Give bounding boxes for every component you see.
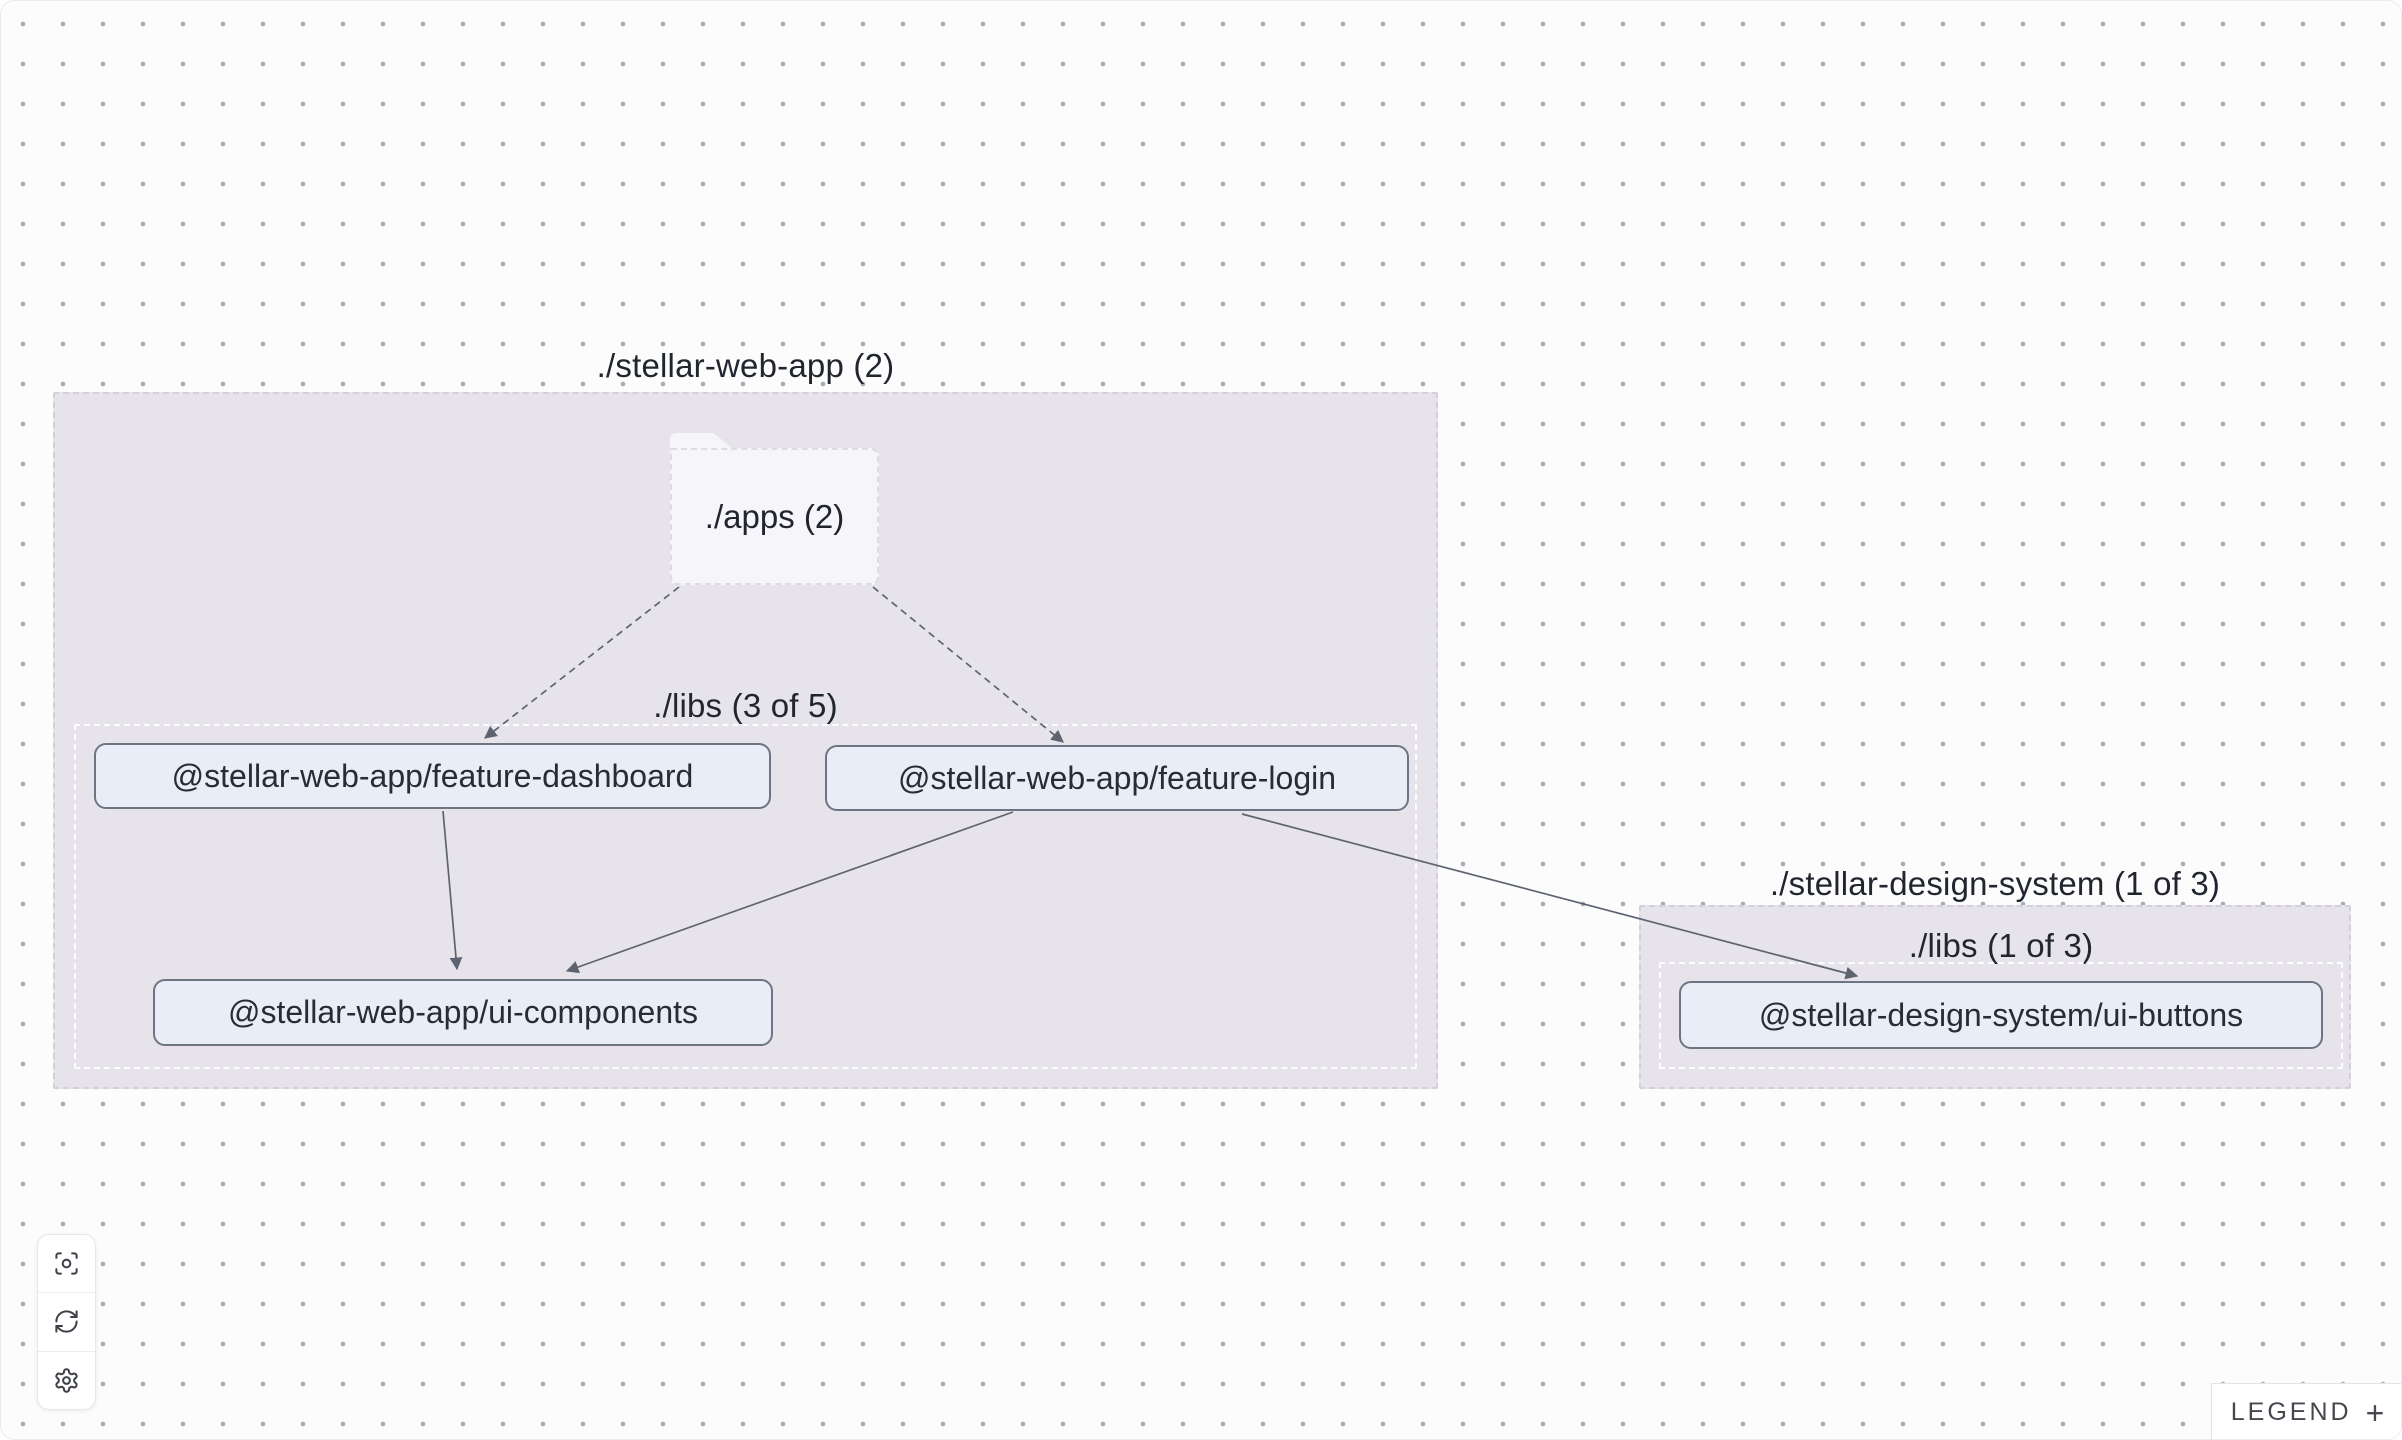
container-label-stellar-design-system: ./stellar-design-system (1 of 3) <box>1769 865 2221 902</box>
container-label-libs-web-app: ./libs (3 of 5) <box>653 687 838 724</box>
settings-icon <box>55 1368 78 1393</box>
legend-toggle[interactable]: LEGEND + <box>2211 1383 2401 1439</box>
project-node-label: @stellar-web-app/feature-dashboard <box>171 757 694 794</box>
project-node-ui-buttons[interactable]: @stellar-design-system/ui-buttons <box>1679 981 2323 1049</box>
plus-icon: + <box>2365 1394 2385 1431</box>
refresh-icon <box>55 1310 78 1334</box>
container-label-libs-design-system: ./libs (1 of 3) <box>1908 927 2094 964</box>
project-node-label: @stellar-web-app/feature-login <box>897 759 1337 796</box>
focus-button[interactable] <box>38 1235 95 1292</box>
project-node-feature-login[interactable]: @stellar-web-app/feature-login <box>825 745 1409 811</box>
project-node-label: @stellar-web-app/ui-components <box>227 994 699 1030</box>
focus-icon <box>55 1252 78 1275</box>
graph-toolbar <box>37 1234 96 1410</box>
project-node-feature-dashboard[interactable]: @stellar-web-app/feature-dashboard <box>94 743 771 809</box>
folder-label-apps: ./apps (2) <box>704 497 845 535</box>
legend-label: LEGEND <box>2230 1398 2352 1426</box>
project-node-label: @stellar-design-system/ui-buttons <box>1758 996 2244 1033</box>
refresh-button[interactable] <box>38 1292 95 1350</box>
container-libs-design-system <box>1659 962 2343 1069</box>
container-label-stellar-web-app: ./stellar-web-app (2) <box>596 347 895 384</box>
folder-tab-apps <box>670 433 734 450</box>
settings-button[interactable] <box>38 1350 95 1409</box>
project-node-ui-components[interactable]: @stellar-web-app/ui-components <box>153 979 773 1046</box>
folder-node-apps[interactable]: ./apps (2) <box>670 448 879 585</box>
